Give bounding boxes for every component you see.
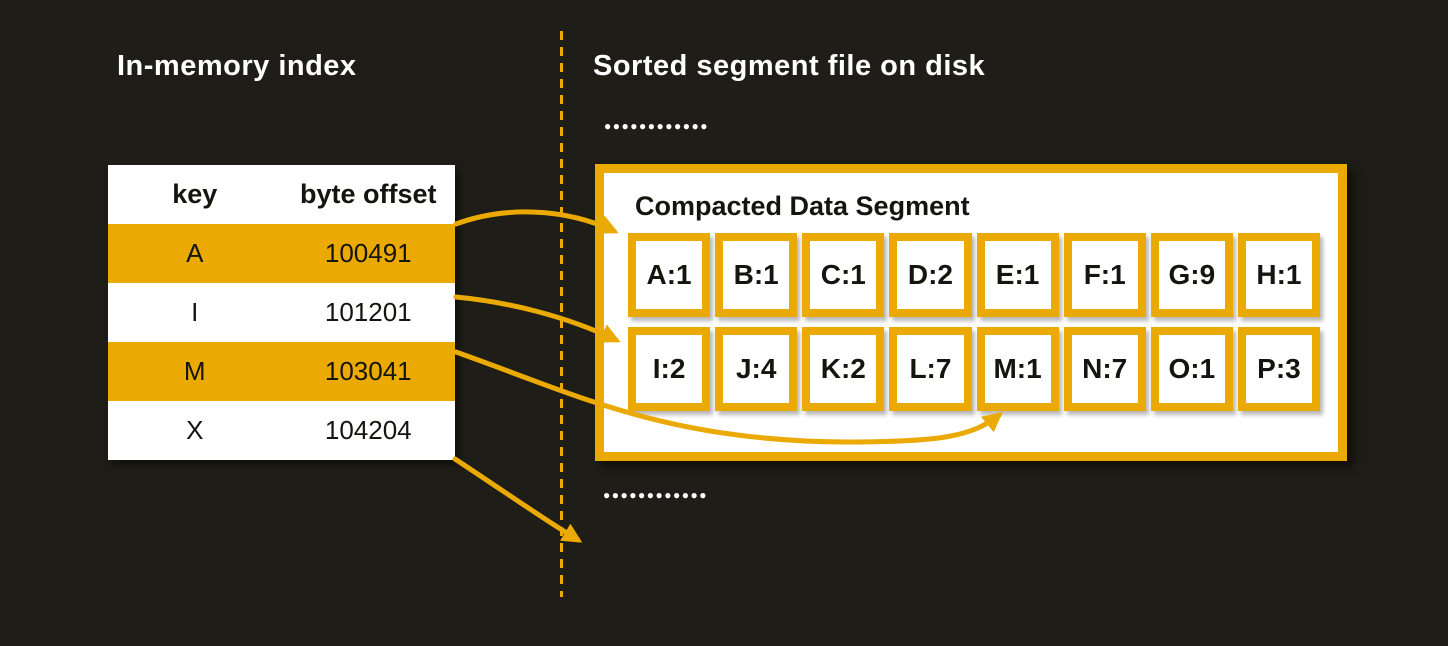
segment-cell-m1: M:1 bbox=[976, 327, 1059, 411]
row-byte-offset: 100491 bbox=[324, 238, 412, 268]
memory-disk-divider-line bbox=[560, 31, 563, 597]
row-byte-offset: 104204 bbox=[324, 415, 412, 445]
row-key: I bbox=[191, 297, 199, 327]
in-memory-index-table: key byte offset A 100491 I 101201 M 1030… bbox=[108, 165, 455, 460]
index-table-row-i: I 101201 bbox=[108, 283, 455, 342]
segment-cell-f1: F:1 bbox=[1063, 233, 1146, 317]
segment-cell-e1: E:1 bbox=[976, 233, 1059, 317]
column-header-key: key bbox=[172, 179, 218, 209]
segment-cell-d2: D:2 bbox=[889, 233, 972, 317]
segment-cell-l7: L:7 bbox=[889, 327, 972, 411]
segment-cell-o1: O:1 bbox=[1150, 327, 1233, 411]
segment-cell-g9: G:9 bbox=[1150, 233, 1233, 317]
index-table-row-a: A 100491 bbox=[108, 224, 455, 283]
segment-cell-b1: B:1 bbox=[715, 233, 798, 317]
row-byte-offset: 101201 bbox=[324, 297, 412, 327]
segment-cell-p3: P:3 bbox=[1237, 327, 1320, 411]
segment-cell-a1: A:1 bbox=[628, 233, 711, 317]
row-key: M bbox=[183, 356, 206, 386]
arrow-rowA-to-cellA1 bbox=[453, 209, 619, 234]
index-table-row-m: M 103041 bbox=[108, 342, 455, 401]
segment-cell-n7: N:7 bbox=[1063, 327, 1146, 411]
row-key: X bbox=[186, 415, 204, 445]
in-memory-index-title: In-memory index bbox=[117, 50, 357, 82]
index-table-row-x: X 104204 bbox=[108, 401, 455, 460]
segment-row-1: A:1 B:1 C:1 D:2 E:1 F:1 G:9 H:1 bbox=[628, 233, 1320, 317]
compacted-data-segment-title: Compacted Data Segment bbox=[635, 191, 970, 221]
segment-cell-k2: K:2 bbox=[802, 327, 885, 411]
segment-cell-j4: J:4 bbox=[715, 327, 798, 411]
ellipsis-dots-top: ●●●●●●●●●●●● bbox=[604, 119, 709, 133]
segment-cell-i2: I:2 bbox=[628, 327, 711, 411]
segment-cell-c1: C:1 bbox=[802, 233, 885, 317]
ellipsis-dots-bottom: ●●●●●●●●●●●● bbox=[603, 488, 708, 502]
row-key: A bbox=[186, 238, 204, 268]
segment-row-2: I:2 J:4 K:2 L:7 M:1 N:7 O:1 P:3 bbox=[628, 327, 1320, 411]
index-table-header-row: key byte offset bbox=[108, 165, 455, 224]
segment-cell-h1: H:1 bbox=[1237, 233, 1320, 317]
row-byte-offset: 103041 bbox=[324, 356, 412, 386]
sorted-segment-file-title: Sorted segment file on disk bbox=[593, 50, 986, 82]
arrow-rowI-to-cellI2 bbox=[453, 294, 621, 343]
column-header-byte-offset: byte offset bbox=[299, 179, 437, 209]
